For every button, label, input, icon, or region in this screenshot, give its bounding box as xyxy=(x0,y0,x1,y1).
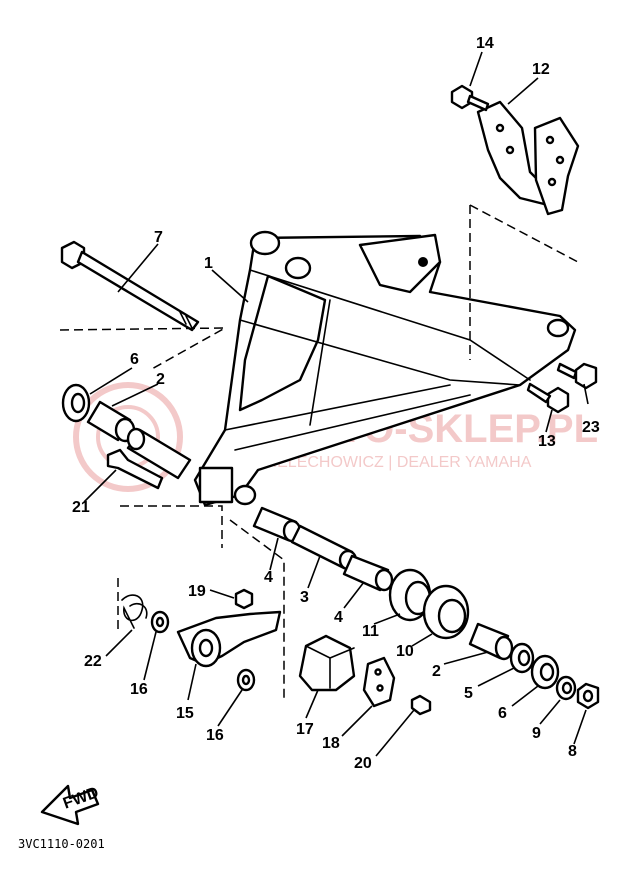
callout-8: 8 xyxy=(568,743,577,760)
watermark-subtitle: PIELECHOWICZ | DEALER YAMAHA xyxy=(262,454,532,471)
callout-2b: 2 xyxy=(432,663,441,680)
callout-15: 15 xyxy=(176,705,194,722)
forward-direction-arrow: FWD xyxy=(40,784,101,826)
callout-16b: 16 xyxy=(206,727,224,744)
bolt-part-23 xyxy=(556,362,598,390)
bracket-part-12 xyxy=(469,100,580,360)
callout-19: 19 xyxy=(188,583,206,600)
callout-3: 3 xyxy=(300,589,309,606)
callout-9: 9 xyxy=(532,725,541,742)
callout-5: 5 xyxy=(464,685,473,702)
guide-block-part-17 xyxy=(298,634,356,692)
nut-part-19 xyxy=(234,588,254,610)
callout-1: 1 xyxy=(204,255,213,272)
callout-12: 12 xyxy=(532,61,550,78)
bolt-part-13 xyxy=(526,382,570,414)
guide-group xyxy=(298,634,432,716)
callout-13: 13 xyxy=(538,433,556,450)
bolt-part-20 xyxy=(410,694,432,716)
bolt-part-21 xyxy=(106,448,164,490)
watermark-logo xyxy=(73,382,183,492)
drawing-code: 3VC1110-0201 xyxy=(18,837,105,851)
callout-11: 11 xyxy=(362,623,379,640)
right-bearings-group xyxy=(252,506,600,710)
callout-4b: 4 xyxy=(334,609,343,626)
callout-22: 22 xyxy=(84,653,102,670)
spring-part-22 xyxy=(121,594,144,629)
bolt-part-14 xyxy=(450,84,490,112)
left-bearings-group xyxy=(61,383,285,700)
callout-labels: 14 12 1 7 6 2 21 23 13 4 3 4 11 10 2 5 6… xyxy=(72,35,600,772)
callout-21: 21 xyxy=(72,499,90,516)
tension-arm-group xyxy=(121,588,282,692)
callout-20: 20 xyxy=(354,755,372,772)
callout-4: 4 xyxy=(264,569,273,586)
callout-16: 16 xyxy=(130,681,148,698)
plate-part-18 xyxy=(362,656,396,708)
callout-2: 2 xyxy=(156,371,165,388)
callout-6b: 6 xyxy=(498,705,507,722)
callout-17: 17 xyxy=(296,721,314,738)
callout-10: 10 xyxy=(396,643,414,660)
leader-lines xyxy=(83,51,589,757)
callout-18: 18 xyxy=(322,735,340,752)
pivot-shaft-part-7 xyxy=(59,240,226,371)
callout-6: 6 xyxy=(130,351,139,368)
callout-7: 7 xyxy=(154,229,163,246)
callout-14: 14 xyxy=(476,35,494,52)
callout-23: 23 xyxy=(582,419,600,436)
